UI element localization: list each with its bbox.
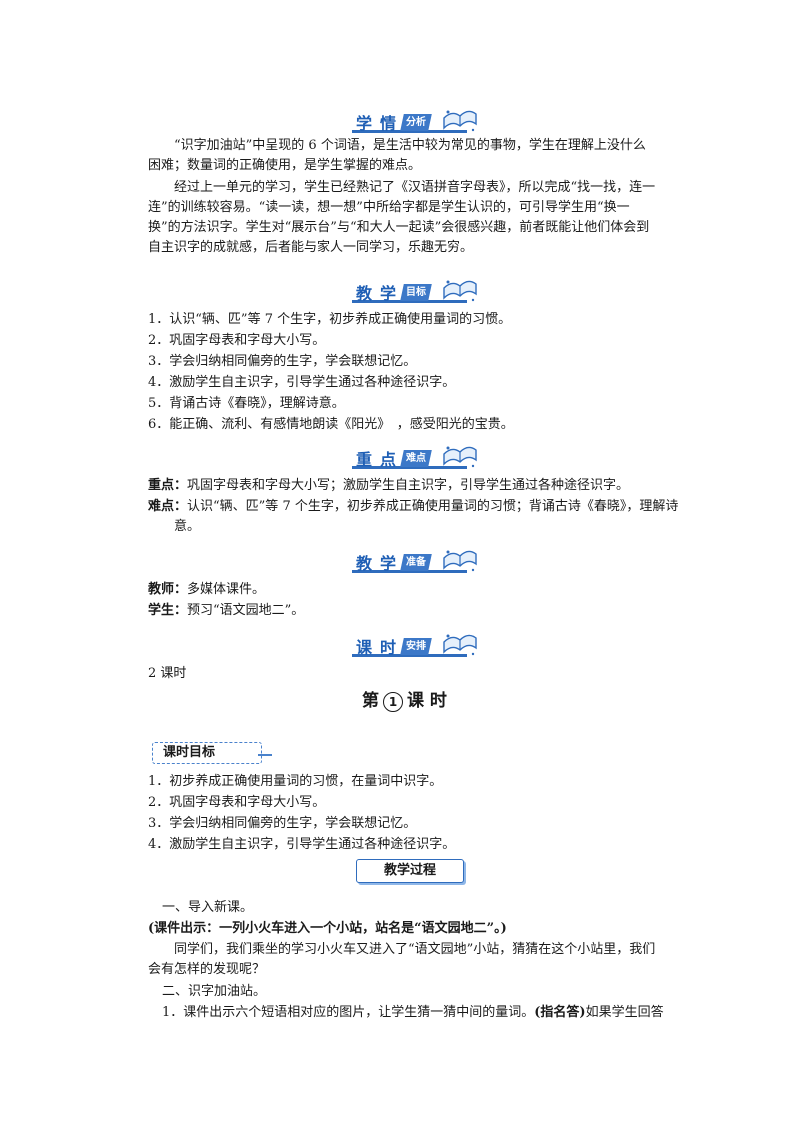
goal-item: 4．激励学生自主识字，引导学生通过各种途径识字。 [148,375,456,390]
goal-item: 6．能正确、流利、有感情地朗读《阳光》 ，感受阳光的宝贵。 [148,417,514,432]
header-char: 课 [356,638,374,657]
lesson-title-pre: 第 [362,691,379,711]
section-header-analysis: 学 情 分析 [352,108,482,138]
lesson-goal-item: 3．学会归纳相同偏旁的生字，学会联想记忆。 [148,816,417,831]
process-intro: 同学们，我们乘坐的学习小火车又进入了“语文园地”小站，猜猜在这个小站里，我们会有… [148,942,656,977]
process-item-text: 1．课件出示六个短语相对应的图片，让学生猜一猜中间的量词。 [162,1005,535,1020]
header-char: 学 [356,114,374,133]
header-char: 情 [380,114,398,133]
header-tag: 准备 [400,554,432,571]
difficult-text: 认识“辆、匹”等 7 个生字，初步养成正确使用量词的习惯；背诵古诗《春晓》，理解… [174,499,679,534]
goal-label-decoration [258,754,272,756]
prep-student: 学生：预习“语文园地二”。 [148,601,304,621]
lesson-goal-item: 4．激励学生自主识字，引导学生通过各种途径识字。 [148,837,456,852]
header-char: 教 [356,554,374,573]
process-item-note: (指名答) [534,1005,586,1020]
process-step: 二、识字加油站。 [162,984,267,999]
prep-teacher-label: 教师： [148,582,188,597]
prep-student-text: 预习“语文园地二”。 [187,603,305,618]
key-text: 巩固字母表和字母大小写；激励学生自主识字，引导学生通过各种途径识字。 [187,478,630,493]
teaching-process-label: 教学过程 [356,859,464,883]
goal-item: 2．巩固字母表和字母大小写。 [148,333,326,348]
lesson-title-post: 课 时 [407,691,447,711]
header-char: 学 [380,284,398,303]
header-tag: 分析 [400,114,432,131]
courseware-note: (课件出示：一列小火车进入一个小站，站名是“语文园地二”。) [148,921,507,936]
analysis-para-1: “识字加油站”中呈现的 6 个词语，是生活中较为常见的事物，学生在理解上没什么困… [148,138,646,173]
section-header-key-points: 重 点 难点 [352,444,482,474]
open-book-icon [443,446,477,468]
goal-item: 3．学会归纳相同偏旁的生字，学会联想记忆。 [148,354,417,369]
process-item: 1．课件出示六个短语相对应的图片，让学生猜一猜中间的量词。(指名答)如果学生回答 [162,1003,664,1023]
header-tag: 目标 [400,284,432,301]
open-book-icon [443,634,477,656]
key-point: 重点：巩固字母表和字母大小写；激励学生自主识字，引导学生通过各种途径识字。 [148,476,658,496]
lesson-goal-item: 2．巩固字母表和字母大小写。 [148,795,326,810]
prep-student-label: 学生： [148,603,188,618]
process-item-text-end: 如果学生回答 [585,1005,664,1020]
header-char: 时 [380,638,398,657]
open-book-icon [443,280,477,302]
prep-teacher: 教师：多媒体课件。 [148,580,265,600]
process-step: 一、导入新课。 [162,900,254,915]
key-label: 重点： [148,478,188,493]
open-book-icon [443,110,477,132]
lesson-goal-item: 1．初步养成正确使用量词的习惯，在量词中识字。 [148,774,443,789]
section-header-schedule: 课 时 安排 [352,632,482,662]
difficult-point: 难点：认识“辆、匹”等 7 个生字，初步养成正确使用量词的习惯；背诵古诗《春晓》… [148,497,684,537]
goal-item: 5．背诵古诗《春晓》，理解诗意。 [148,396,345,411]
header-tag: 安排 [400,638,432,655]
schedule-text: 2 课时 [148,666,187,681]
header-char: 点 [380,450,398,469]
prep-teacher-text: 多媒体课件。 [187,582,266,597]
header-char: 学 [380,554,398,573]
difficult-label: 难点： [148,499,188,514]
goal-item: 1．认识“辆、匹”等 7 个生字，初步养成正确使用量词的习惯。 [148,312,512,327]
section-header-preparation: 教 学 准备 [352,548,482,578]
lesson-number: 1 [383,692,403,712]
section-header-goals: 教 学 目标 [352,278,482,308]
analysis-para-2: 经过上一单元的学习，学生已经熟记了《汉语拼音字母表》，所以完成“找一找，连一连”… [148,180,656,255]
open-book-icon [443,550,477,572]
lesson-goal-label: 课时目标 [152,742,262,764]
header-tag: 难点 [400,450,432,467]
header-char: 重 [356,450,374,469]
header-char: 教 [356,284,374,303]
